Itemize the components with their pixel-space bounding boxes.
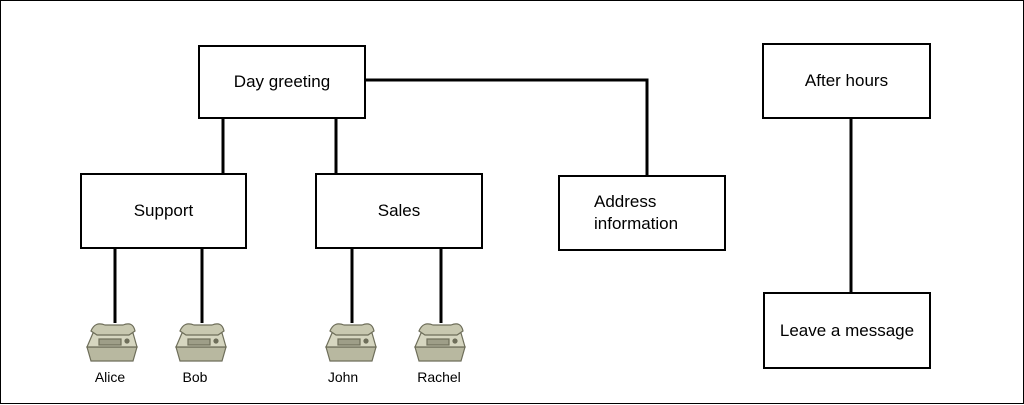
sales-node: Sales bbox=[315, 173, 483, 249]
leave-message-node: Leave a message bbox=[763, 292, 931, 369]
phone-alice-icon bbox=[86, 323, 138, 362]
phone-bob-icon bbox=[175, 323, 227, 362]
support-label: Support bbox=[133, 201, 194, 220]
day-greeting-label: Day greeting bbox=[233, 72, 331, 91]
sales-label: Sales bbox=[377, 201, 421, 220]
support-node: Support bbox=[80, 173, 247, 249]
after-hours-node: After hours bbox=[762, 43, 931, 119]
leave-message-label: Leave a message bbox=[779, 320, 915, 340]
phone-rachel-label: Rachel bbox=[417, 369, 461, 385]
phone-john-icon bbox=[325, 323, 377, 362]
address-information-label: Address information bbox=[594, 192, 679, 233]
after-hours-label: After hours bbox=[804, 71, 889, 90]
address-information-node: Address information bbox=[558, 175, 726, 251]
phone-john-label: John bbox=[327, 369, 359, 385]
day-greeting-node: Day greeting bbox=[198, 45, 366, 119]
phone-rachel-icon bbox=[414, 323, 466, 362]
phone-bob-label: Bob bbox=[182, 369, 208, 385]
phone-alice-label: Alice bbox=[94, 369, 126, 385]
connector-day-address bbox=[365, 78, 649, 175]
